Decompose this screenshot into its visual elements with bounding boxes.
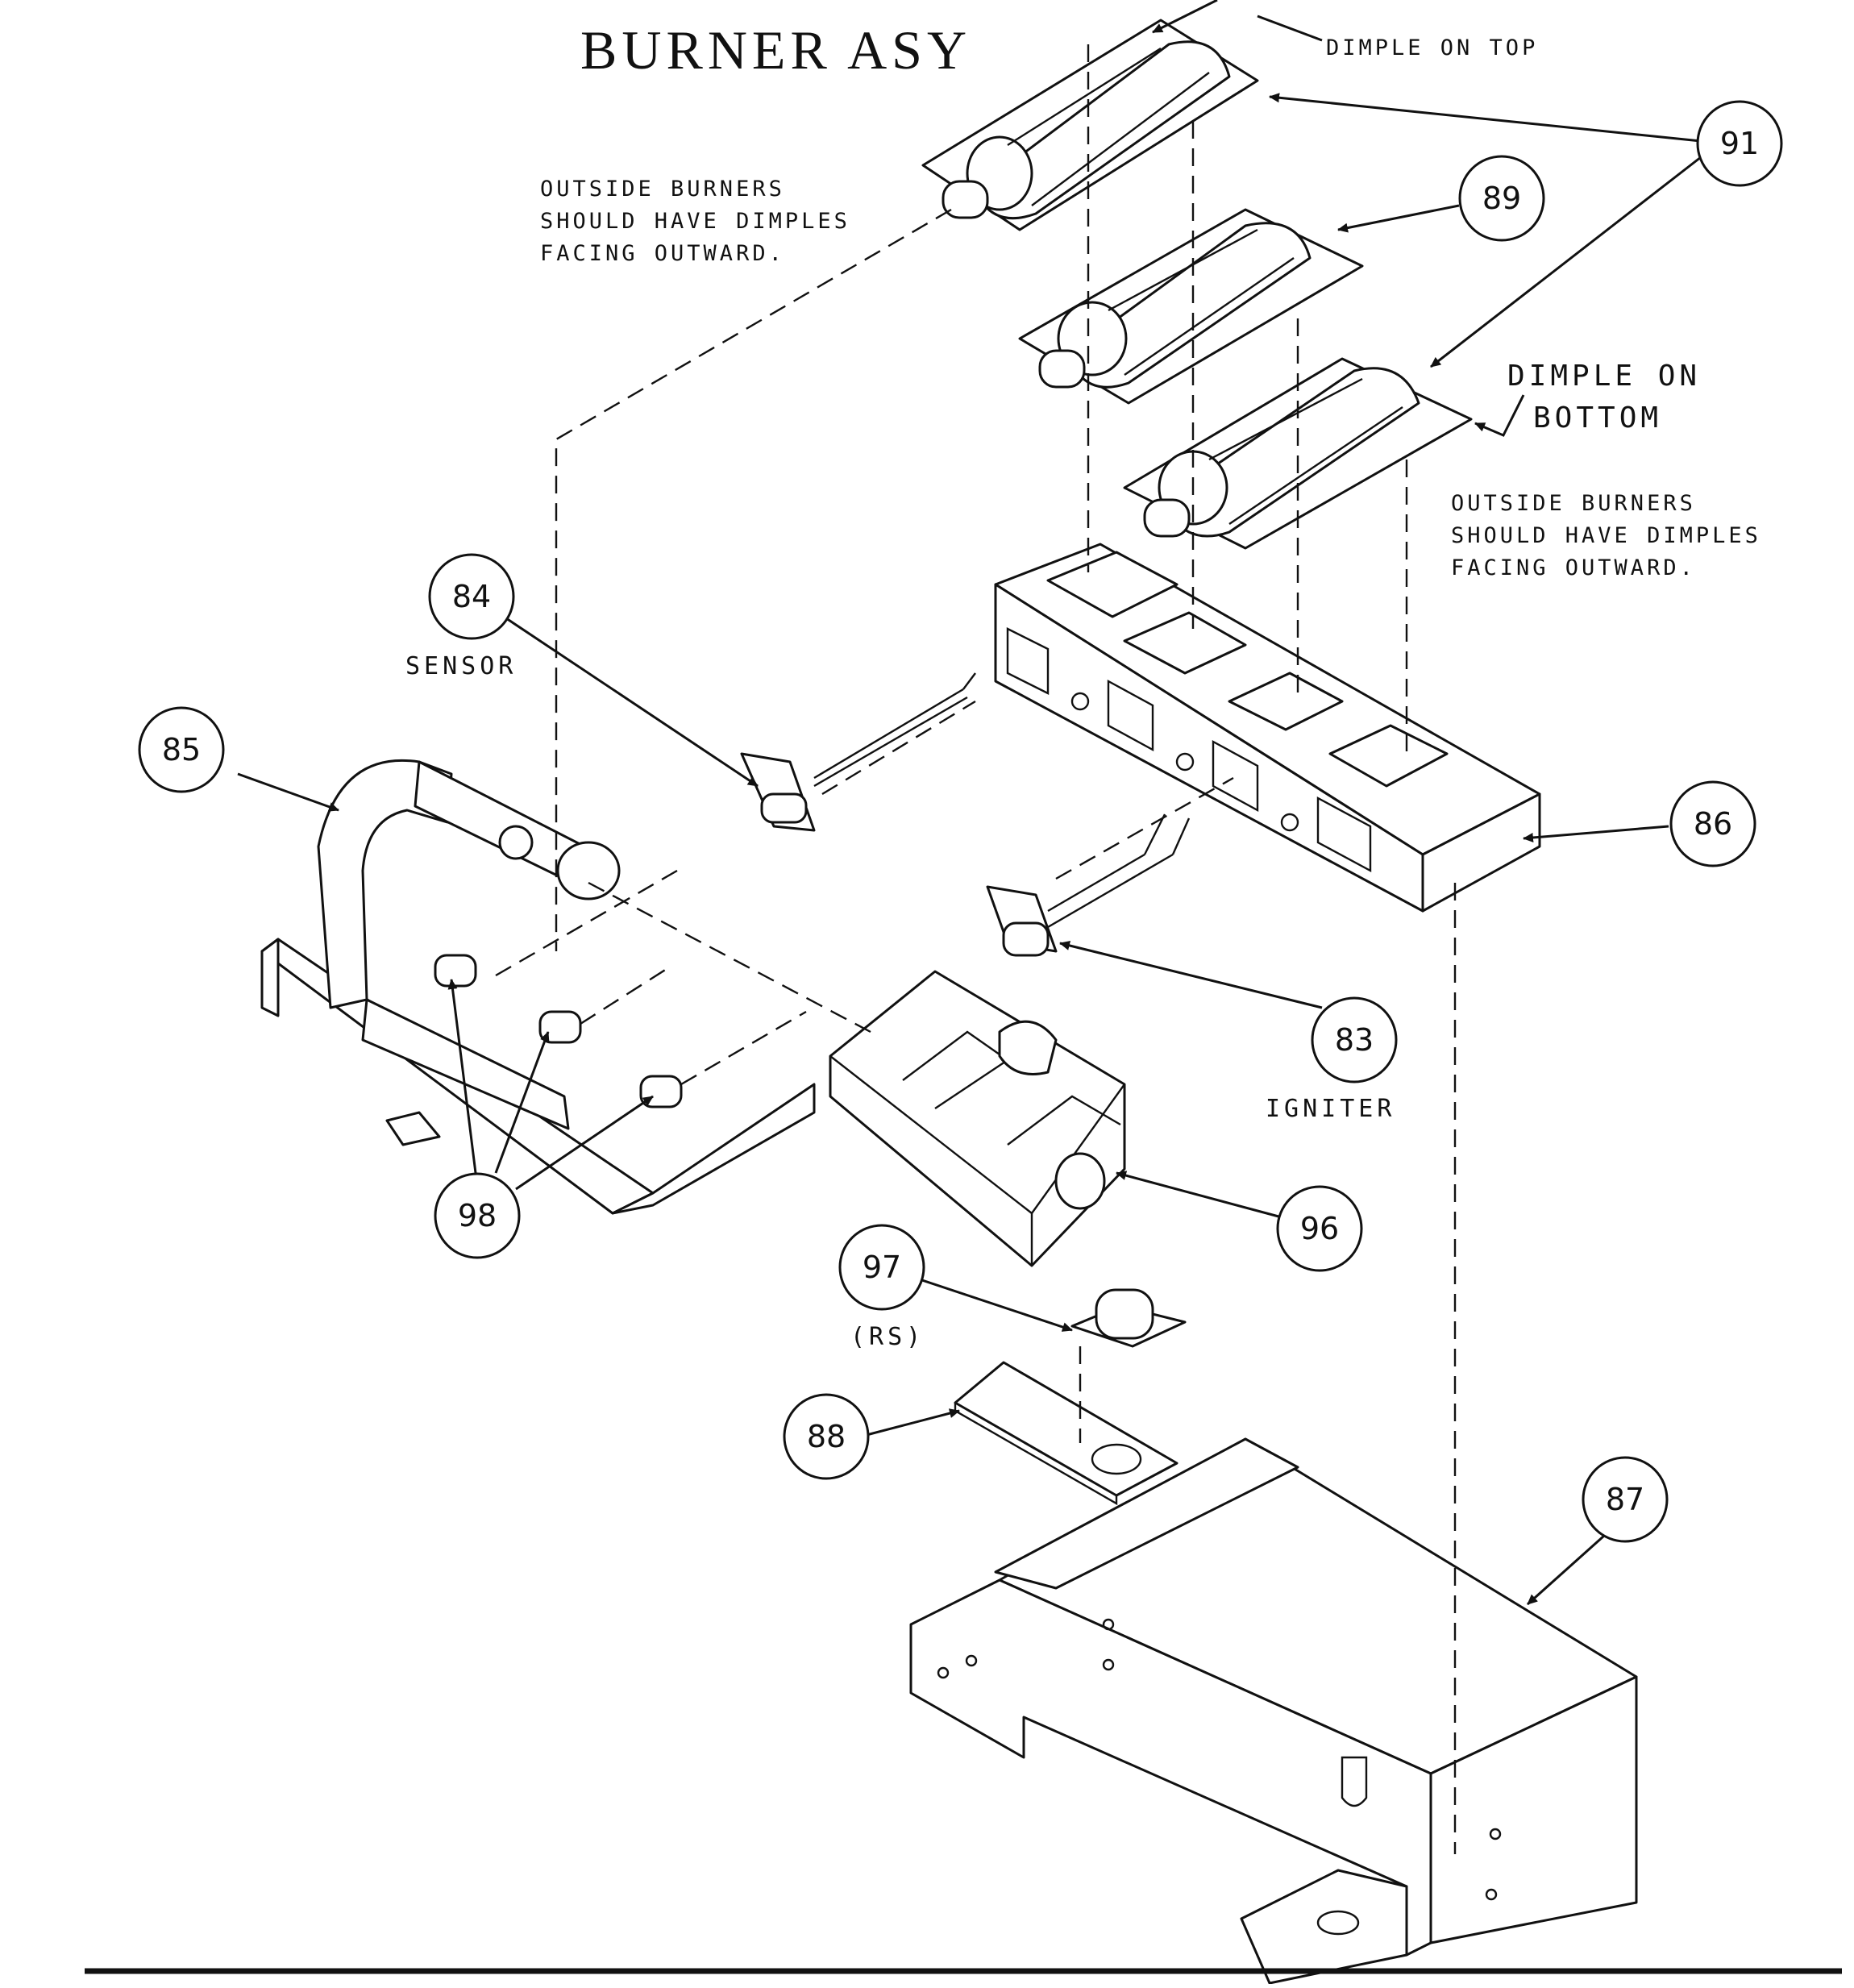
note-dimple-on-bottom-line1: DIMPLE ON — [1507, 360, 1701, 393]
leader-lines — [237, 0, 1702, 1606]
callout-96-label: 96 — [1300, 1211, 1339, 1246]
note-outside-left-line2: SHOULD HAVE DIMPLES — [540, 209, 850, 234]
callout-89-label: 89 — [1482, 181, 1521, 216]
rollout-switch — [1070, 1288, 1187, 1348]
burner-bottom — [1123, 357, 1473, 550]
callout-85[interactable]: 85 — [138, 706, 225, 793]
note-outside-right-line1: OUTSIDE BURNERS — [1451, 491, 1696, 516]
callout-98-label: 98 — [458, 1198, 497, 1233]
base-pan — [909, 1437, 1638, 1985]
callout-97[interactable]: 97 — [838, 1224, 925, 1311]
note-dimple-on-top: DIMPLE ON TOP — [1326, 35, 1538, 60]
label-igniter: IGNITER — [1266, 1095, 1395, 1123]
callout-85-label: 85 — [162, 732, 201, 767]
callout-98[interactable]: 98 — [434, 1172, 521, 1259]
callout-97-label: 97 — [863, 1250, 901, 1285]
diagram-title: BURNER ASY — [580, 19, 971, 81]
callout-84[interactable]: 84 — [428, 553, 515, 640]
callout-83[interactable]: 83 — [1311, 996, 1398, 1083]
callout-87-label: 87 — [1606, 1482, 1644, 1517]
note-outside-right-line2: SHOULD HAVE DIMPLES — [1451, 523, 1761, 548]
assembly-lines — [495, 44, 1457, 1854]
callout-86[interactable]: 86 — [1669, 780, 1756, 867]
gas-manifold — [260, 759, 816, 1215]
callout-88[interactable]: 88 — [783, 1393, 870, 1480]
callout-91[interactable]: 91 — [1696, 100, 1783, 187]
label-rs: (RS) — [850, 1323, 925, 1351]
note-outside-right-line3: FACING OUTWARD. — [1451, 555, 1696, 580]
callout-91-label: 91 — [1720, 126, 1759, 161]
note-outside-left-line3: FACING OUTWARD. — [540, 241, 785, 266]
callout-84-label: 84 — [452, 579, 491, 614]
callout-86-label: 86 — [1694, 806, 1732, 842]
label-sensor: SENSOR — [405, 652, 517, 680]
igniter-part — [986, 813, 1191, 957]
burner-top — [921, 19, 1259, 231]
sensor-part — [740, 672, 976, 832]
callout-87[interactable]: 87 — [1582, 1456, 1669, 1543]
callout-83-label: 83 — [1335, 1022, 1374, 1058]
note-dimple-on-bottom-line2: BOTTOM — [1533, 401, 1662, 435]
burner-middle — [1018, 208, 1364, 405]
callout-89[interactable]: 89 — [1458, 155, 1545, 242]
note-outside-left-line1: OUTSIDE BURNERS — [540, 177, 785, 202]
gas-valve — [829, 970, 1126, 1267]
callout-96[interactable]: 96 — [1276, 1185, 1363, 1272]
burner-box — [994, 543, 1541, 913]
switch-bracket — [954, 1361, 1178, 1506]
callout-88-label: 88 — [807, 1419, 846, 1454]
